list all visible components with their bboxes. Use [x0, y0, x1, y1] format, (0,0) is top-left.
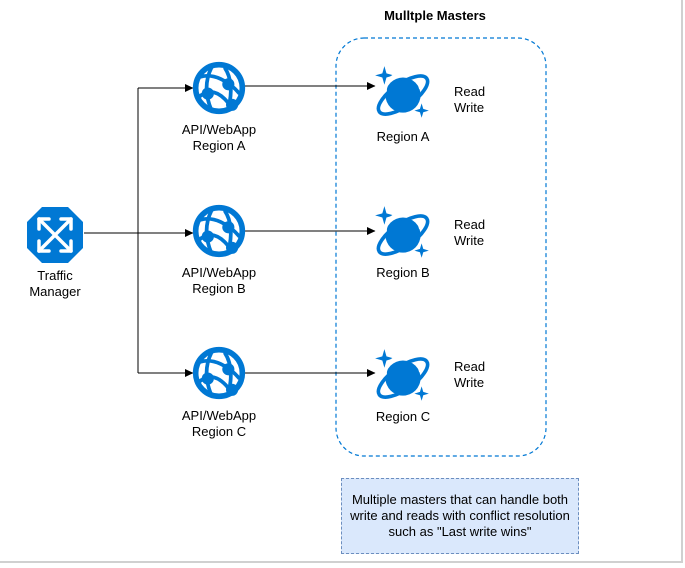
- db-access-c: Read Write: [454, 359, 485, 391]
- app-label-c-line2: Region C: [191, 424, 247, 439]
- db-access-a-read: Read: [454, 84, 486, 99]
- multi-master-group-box: [335, 37, 547, 457]
- app-label-a-line1: API/WebApp: [181, 122, 257, 137]
- connector-lines: [84, 82, 376, 377]
- app-label-c: API/WebApp Region C: [174, 408, 264, 440]
- cosmos-db-icon-b: [372, 204, 434, 263]
- db-access-a-write: Write: [454, 100, 485, 115]
- app-label-c-line1: API/WebApp: [181, 408, 257, 423]
- traffic-manager-label-line2: Manager: [29, 284, 81, 299]
- app-label-b-line2: Region B: [192, 281, 246, 296]
- cosmos-db-icon-c: [372, 347, 434, 406]
- db-access-c-read: Read: [454, 359, 486, 374]
- traffic-manager-label-line1: Traffic: [37, 268, 73, 283]
- app-label-a: API/WebApp Region A: [174, 122, 264, 154]
- db-access-c-write: Write: [454, 375, 485, 390]
- web-app-globe-icon-c: [196, 350, 243, 397]
- traffic-manager-icon: [27, 207, 83, 263]
- diagram-title: Mulltple Masters: [384, 8, 486, 23]
- db-label-b: Region B: [376, 265, 430, 280]
- web-app-globe-icon-a: [196, 65, 243, 112]
- db-access-b-read: Read: [454, 217, 486, 232]
- web-app-globe-icon-b: [196, 208, 243, 255]
- app-label-b: API/WebApp Region B: [174, 265, 264, 297]
- conflict-resolution-note: Multiple masters that can handle both wr…: [341, 478, 579, 554]
- db-access-b-write: Write: [454, 233, 485, 248]
- cosmos-db-icon-a: [372, 64, 434, 123]
- db-label-c: Region C: [375, 409, 431, 424]
- db-label-a: Region A: [376, 129, 430, 144]
- app-label-a-line2: Region A: [192, 138, 246, 153]
- traffic-manager-label: Traffic Manager: [20, 268, 90, 300]
- db-access-a: Read Write: [454, 84, 485, 116]
- db-access-b: Read Write: [454, 217, 485, 249]
- app-label-b-line1: API/WebApp: [181, 265, 257, 280]
